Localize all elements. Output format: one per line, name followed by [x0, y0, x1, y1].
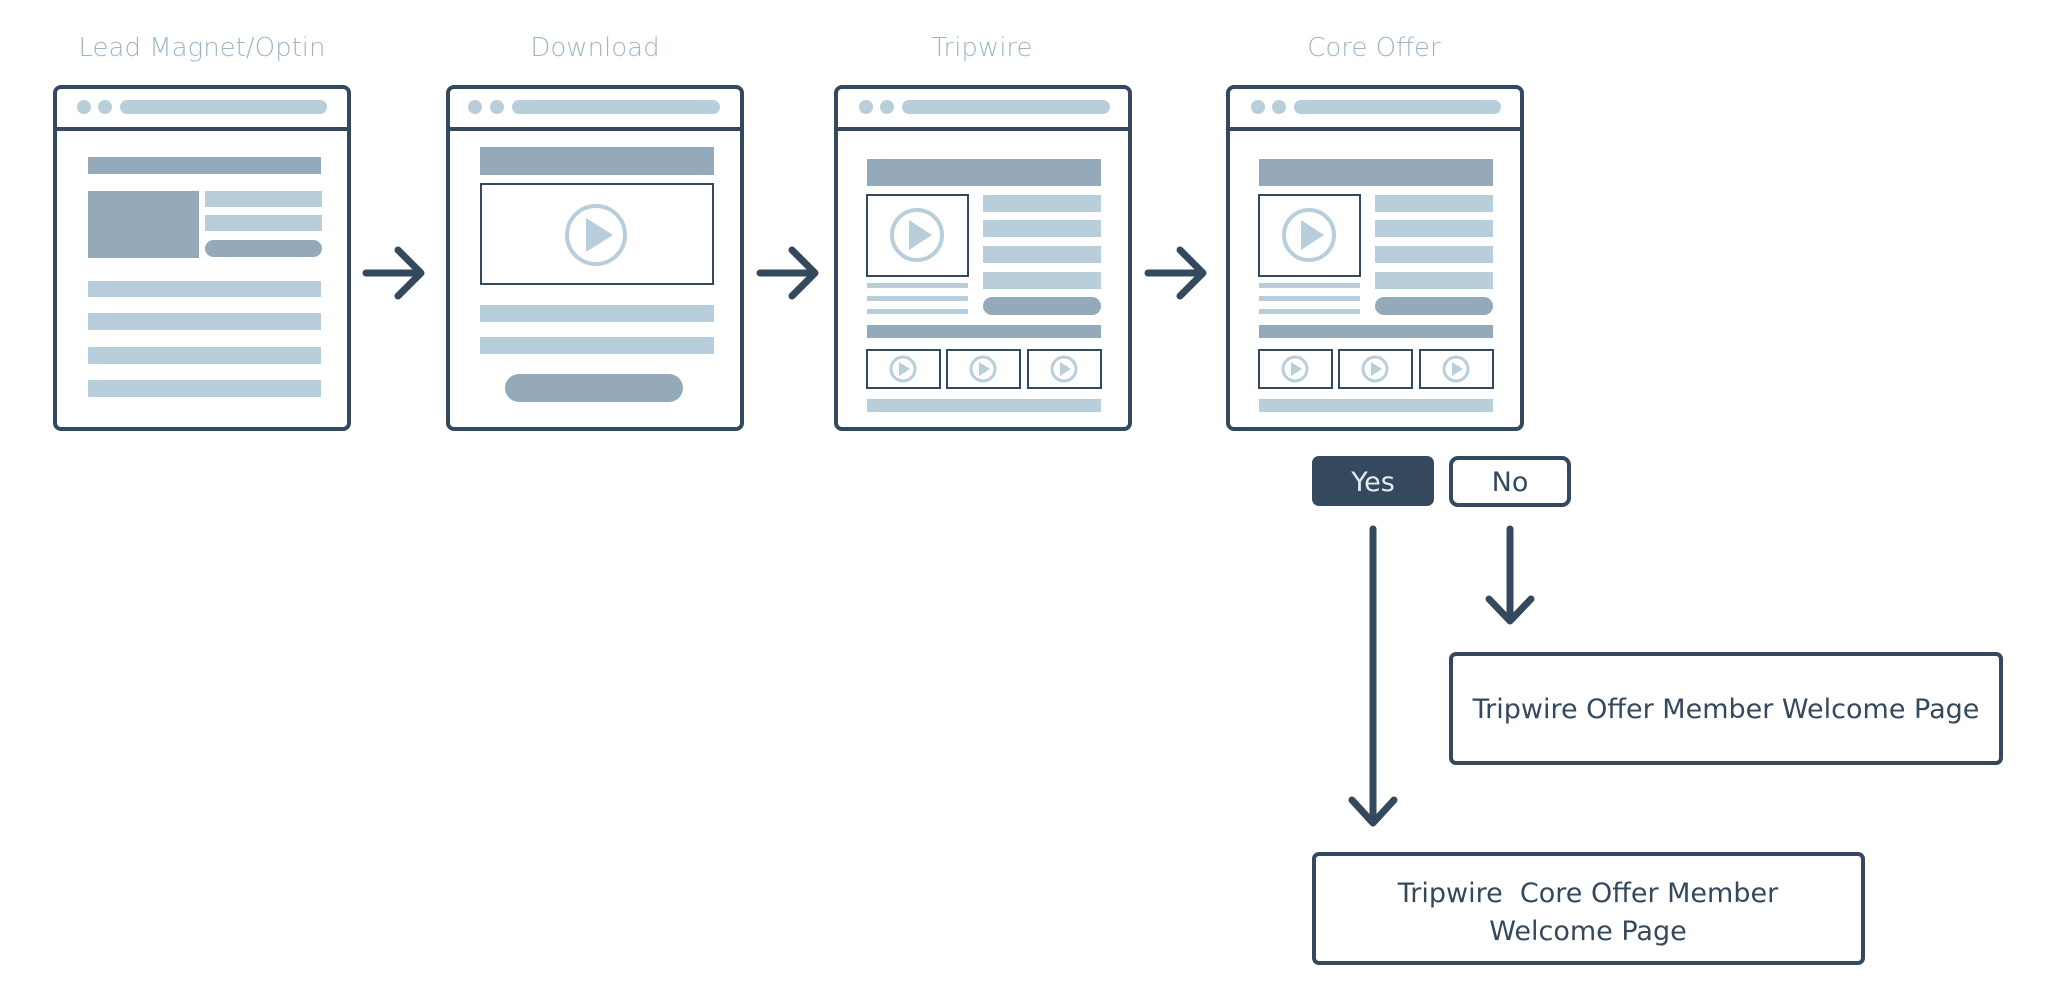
- video-gallery: [1258, 349, 1494, 389]
- text-line: [480, 305, 714, 322]
- right-arrow-icon: [362, 246, 425, 300]
- address-bar: [120, 100, 327, 114]
- text-line: [867, 309, 968, 314]
- play-icon: [1281, 355, 1309, 383]
- play-icon: [565, 204, 627, 266]
- header-bar: [1259, 159, 1493, 186]
- browser-dots-icon: [859, 100, 894, 114]
- page-title-download: Download: [530, 33, 659, 63]
- buy-button: [983, 297, 1101, 315]
- text-line: [88, 347, 321, 364]
- text-line: [983, 195, 1101, 212]
- browser-dots-icon: [1251, 100, 1286, 114]
- down-arrow-icon: [1485, 525, 1535, 625]
- header-bar: [88, 157, 321, 174]
- browser-dots-icon: [77, 100, 112, 114]
- text-line: [983, 246, 1101, 263]
- play-icon: [1282, 208, 1336, 262]
- text-line: [1259, 296, 1360, 301]
- header-bar: [480, 147, 714, 175]
- text-line: [205, 191, 322, 207]
- footer-bar: [867, 399, 1101, 412]
- image-block: [88, 191, 199, 258]
- play-icon: [1361, 355, 1389, 383]
- buy-button: [1375, 297, 1493, 315]
- no-outcome-box: Tripwire Offer Member Welcome Page: [1449, 652, 2003, 765]
- text-line: [205, 215, 322, 231]
- play-icon: [1442, 355, 1470, 383]
- address-bar: [1294, 100, 1501, 114]
- yes-outcome-label-line2: Welcome Page: [1489, 916, 1686, 947]
- page-title-tripwire: Tripwire: [931, 33, 1032, 63]
- footer-bar: [1259, 399, 1493, 412]
- no-label: No: [1492, 467, 1529, 498]
- text-line: [1259, 283, 1360, 288]
- text-line: [1375, 220, 1493, 237]
- text-line: [88, 313, 321, 330]
- text-line: [88, 380, 321, 397]
- yes-label: Yes: [1350, 467, 1395, 498]
- download-button: [505, 374, 683, 402]
- play-icon: [1050, 355, 1078, 383]
- text-line: [1375, 246, 1493, 263]
- divider-bar: [867, 325, 1101, 338]
- play-icon: [890, 208, 944, 262]
- text-line: [983, 220, 1101, 237]
- text-line: [88, 281, 321, 297]
- header-bar: [867, 159, 1101, 186]
- text-line: [1375, 195, 1493, 212]
- play-icon: [969, 355, 997, 383]
- yes-outcome-label-line1: Tripwire Core Offer Member: [1397, 878, 1779, 909]
- text-line: [1259, 309, 1360, 314]
- text-line: [867, 283, 968, 288]
- text-line: [1375, 272, 1493, 289]
- page-title-core-offer: Core Offer: [1307, 33, 1441, 63]
- address-bar: [512, 100, 720, 114]
- video-gallery: [866, 349, 1102, 389]
- yes-button[interactable]: Yes: [1312, 456, 1434, 506]
- address-bar: [902, 100, 1110, 114]
- play-icon: [889, 355, 917, 383]
- yes-outcome-box: Tripwire Core Offer Member Welcome Page: [1312, 852, 1865, 965]
- no-button[interactable]: No: [1449, 456, 1571, 507]
- right-arrow-icon: [756, 246, 819, 300]
- text-line: [983, 272, 1101, 289]
- browser-dots-icon: [468, 100, 504, 114]
- no-outcome-label: Tripwire Offer Member Welcome Page: [1472, 694, 1980, 725]
- page-mockup-core-offer: [1226, 85, 1524, 431]
- optin-button: [205, 240, 322, 257]
- page-mockup-download: [446, 85, 744, 431]
- down-arrow-icon: [1348, 525, 1398, 827]
- page-title-lead-magnet: Lead Magnet/Optin: [79, 33, 326, 63]
- right-arrow-icon: [1144, 246, 1207, 300]
- page-mockup-tripwire: [834, 85, 1132, 431]
- text-line: [867, 296, 968, 301]
- text-line: [480, 337, 714, 354]
- divider-bar: [1259, 325, 1493, 338]
- page-mockup-lead-magnet: [53, 85, 351, 431]
